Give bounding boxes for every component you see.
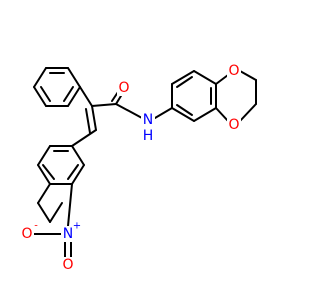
bond-np	[37, 145, 51, 166]
bond-np-sub	[37, 183, 51, 204]
atom-amide-oxygen: O	[117, 80, 131, 96]
bond-phenyl	[33, 67, 47, 88]
bond-c-eq-c2	[85, 108, 91, 134]
amide-oxygen-label: O	[118, 80, 129, 96]
bond-amide-cn	[115, 103, 143, 119]
bond-phenyl	[33, 86, 47, 107]
bond-phenyl	[67, 86, 81, 107]
bond-phenyl	[67, 67, 81, 88]
dioxane-oxygen-bottom-label: O	[228, 117, 239, 133]
bond-c-ph	[79, 86, 93, 107]
bond-np	[37, 164, 51, 185]
nitro-nitrogen-label: N	[63, 226, 73, 242]
nitro-oxygen-left-label: O	[21, 226, 32, 242]
bond-np-inner	[67, 164, 79, 180]
bond-np-inner	[42, 164, 55, 180]
atom-nitro-oxygen-left: O -	[20, 221, 38, 242]
bond-bd	[193, 70, 217, 85]
bond-vinyl	[71, 129, 97, 147]
bond-bd	[193, 107, 217, 122]
bond-np-sub2	[37, 202, 51, 223]
nitro-oxygen-left-charge: -	[34, 221, 38, 232]
dioxane-oxygen-top-label: O	[228, 63, 239, 79]
bond-bd-inner	[176, 76, 193, 88]
bond-c-carbonyl	[91, 103, 117, 107]
bond-bd-inner	[176, 104, 193, 116]
atom-nitro-nitrogen: N +	[61, 221, 81, 242]
nitro-oxygen-bottom-label: O	[62, 257, 73, 273]
bond-nitro-link	[67, 183, 73, 227]
atom-nitro-oxygen-bottom: O	[61, 257, 75, 273]
bond-phenyl-inner	[63, 86, 74, 102]
bond-np	[71, 145, 85, 166]
bond-np	[71, 164, 85, 185]
bond-n-ar	[154, 107, 173, 119]
atom-dioxane-oxygen-top: O	[227, 63, 241, 79]
bond-c-eq-c	[91, 105, 97, 131]
bond-dx	[239, 70, 257, 81]
bond-bd	[171, 70, 195, 85]
bond-dx	[215, 74, 229, 85]
bond-phenyl-inner	[40, 86, 51, 102]
bond-dx	[239, 103, 257, 122]
atom-dioxane-oxygen-bottom: O	[227, 117, 241, 133]
bond-layer	[33, 67, 257, 258]
bond-bd	[171, 107, 195, 122]
bond-np-sub3	[49, 202, 63, 223]
nitro-nitrogen-charge: +	[73, 221, 81, 232]
bond-dx	[215, 107, 229, 122]
